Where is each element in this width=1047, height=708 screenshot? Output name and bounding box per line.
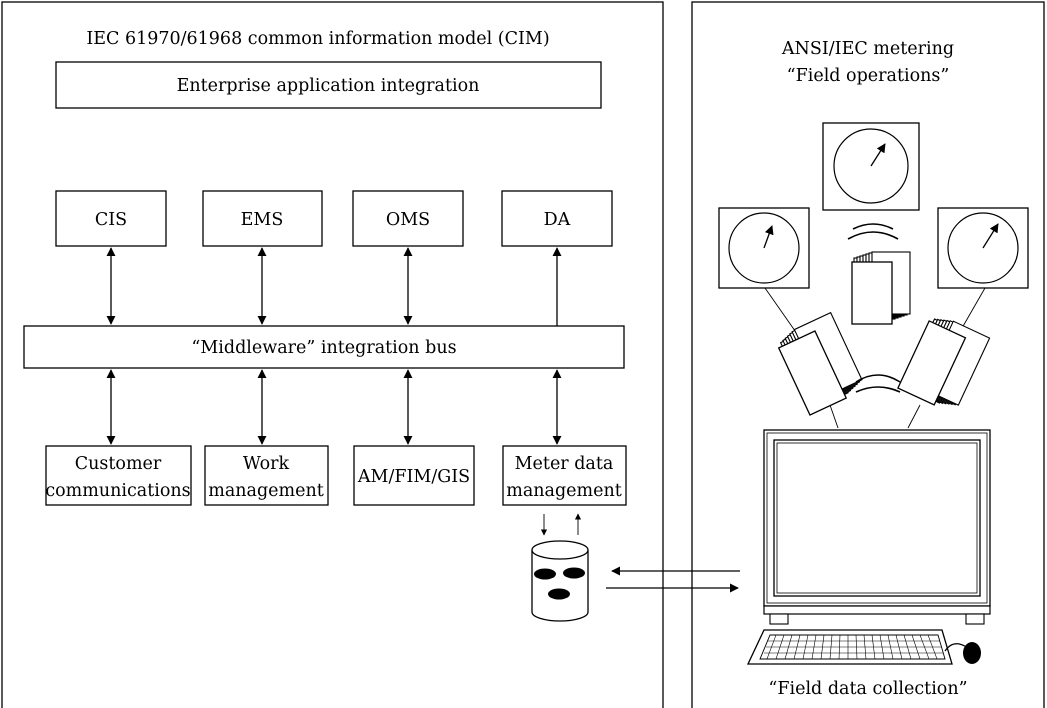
meter-data-management-line2: management: [506, 481, 622, 501]
system-box-am-fim-gis: AM/FIM/GIS: [353, 445, 475, 506]
radio-wave-icon: [855, 374, 901, 393]
work-management-line2: management: [208, 481, 324, 501]
collector-cable: [829, 404, 839, 429]
metering-title-line1: ANSI/IEC metering: [781, 39, 954, 59]
system-label-ems: EMS: [241, 210, 284, 230]
meter-icon: [718, 207, 810, 289]
am-fim-gis-label: AM/FIM/GIS: [357, 467, 470, 487]
keyboard-icon: [746, 629, 953, 665]
meter-data-management-line1: Meter data: [515, 454, 614, 474]
field-data-collection-caption: “Field data collection”: [768, 679, 967, 699]
system-box-cis: CIS: [55, 190, 167, 247]
system-box-customer-communications: Customer communications: [45, 445, 192, 506]
system-box-oms: OMS: [352, 190, 464, 247]
computer-monitor-icon: [763, 429, 991, 625]
meter-cable: [961, 287, 986, 329]
database-icon: [531, 540, 589, 622]
system-box-work-management: Work management: [204, 445, 329, 506]
right-panel: [691, 1, 1045, 708]
system-box-da: DA: [501, 190, 613, 247]
customer-communications-line1: Customer: [75, 454, 162, 474]
meter-icon: [822, 122, 920, 211]
system-label-oms: OMS: [386, 210, 430, 230]
middleware-bus: [23, 325, 625, 369]
mouse-icon: [944, 642, 981, 664]
cim-title: IEC 61970/61968 common information model…: [86, 29, 549, 49]
data-collector-icon: [777, 311, 863, 416]
radio-wave-icon: [847, 223, 899, 240]
metering-title-line2: “Field operations”: [787, 66, 950, 86]
system-box-ems: EMS: [202, 190, 323, 247]
enterprise-integration-box: [55, 61, 602, 109]
left-panel: [1, 1, 664, 708]
data-collector-icon: [897, 318, 991, 406]
system-box-meter-data-management: Meter data management: [502, 445, 627, 506]
meter-icon: [937, 207, 1029, 289]
middleware-bus-label: “Middleware” integration bus: [191, 338, 456, 358]
customer-communications-line2: communications: [45, 481, 190, 501]
data-collector-icon: [851, 251, 911, 325]
collector-cable: [907, 404, 921, 429]
system-label-da: DA: [544, 210, 571, 230]
work-management-line1: Work: [243, 454, 290, 474]
enterprise-integration-label: Enterprise application integration: [177, 76, 480, 96]
system-label-cis: CIS: [95, 210, 127, 230]
